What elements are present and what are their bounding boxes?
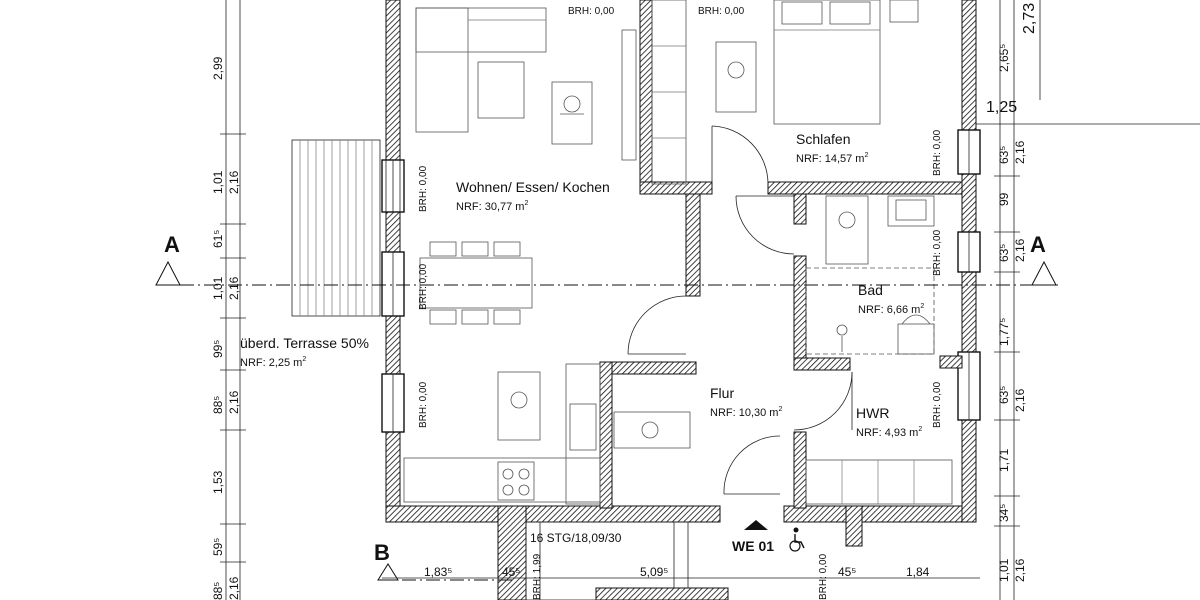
dim-text: 45⁵ <box>502 565 520 579</box>
brh-label: BRH: 0,00 <box>418 381 429 428</box>
windows <box>385 130 970 432</box>
terrace-deck <box>291 139 381 317</box>
dim-text: 1,53 <box>211 470 225 494</box>
brh-label: BRH: 1,99 <box>532 553 543 600</box>
room-nrf-hwr: NRF: 4,93 m2 <box>856 426 922 439</box>
walls <box>381 0 981 600</box>
brh-label: BRH: 0,00 <box>698 6 745 17</box>
dim-text: 2,16 <box>227 276 241 300</box>
doors <box>627 125 853 495</box>
room-name-terrasse: überd. Terrasse 50% <box>240 335 369 351</box>
dim-text: 2,65⁵ <box>997 44 1011 72</box>
dim-text: 2,16 <box>227 576 241 600</box>
brh-label: BRH: 0,00 <box>818 553 829 600</box>
dim-text: 2,16 <box>1013 388 1027 412</box>
dim-text: 2,16 <box>1013 140 1027 164</box>
dim-text: 2,16 <box>1013 558 1027 582</box>
brh-label: BRH: 0,00 <box>418 263 429 310</box>
brh-labels: BRH: 0,00 BRH: 0,00 BRH: 0,00 BRH: 0,00 … <box>418 6 943 600</box>
dim-text: 1,84 <box>906 565 930 579</box>
room-nrf-bad: NRF: 6,66 m2 <box>858 303 924 316</box>
dim-text: 45⁵ <box>838 565 856 579</box>
section-mark-b: B <box>374 540 390 565</box>
dim-text: 88⁵ <box>211 396 225 414</box>
room-name-hwr: HWR <box>856 405 889 421</box>
dim-text: 99⁵ <box>211 340 225 358</box>
room-labels: Wohnen/ Essen/ Kochen NRF: 30,77 m2 Schl… <box>240 131 924 439</box>
dim-text: 1,01 <box>997 558 1011 582</box>
dim-text: 1,71 <box>997 448 1011 472</box>
dim-text: 63⁵ <box>997 244 1011 262</box>
dim-text: 88⁵ <box>211 582 225 600</box>
dim-text: 1,25 <box>986 99 1017 116</box>
room-name-schlafen: Schlafen <box>796 131 850 147</box>
dim-text: 1,01 <box>211 276 225 300</box>
section-line-b <box>377 563 512 581</box>
wheelchair-access-icon <box>789 527 805 552</box>
stair-label: 16 STG/18,09/30 <box>530 531 622 545</box>
dim-text: 2,99 <box>211 56 225 80</box>
room-nrf-terrasse: NRF: 2,25 m2 <box>240 356 306 369</box>
dim-text: 5,09⁵ <box>640 565 668 579</box>
room-name-wohnen: Wohnen/ Essen/ Kochen <box>456 179 610 195</box>
dim-text: 2,16 <box>227 170 241 194</box>
dim-text: 2,16 <box>1013 238 1027 262</box>
section-mark-a-left: A <box>164 232 180 257</box>
dim-text: 99 <box>997 192 1011 206</box>
dim-text: 63⁵ <box>997 386 1011 404</box>
dim-text: 2,16 <box>227 390 241 414</box>
dim-text: 59⁵ <box>211 538 225 556</box>
brh-label: BRH: 0,00 <box>932 381 943 428</box>
section-mark-a-right: A <box>1030 232 1046 257</box>
brh-label: BRH: 0,00 <box>932 129 943 176</box>
dims-bottom: 1,83⁵ 45⁵ 5,09⁵ 45⁵ 1,84 <box>424 565 930 579</box>
dim-text: 1,77⁵ <box>997 318 1011 346</box>
dim-text: 63⁵ <box>997 146 1011 164</box>
dim-text: 1,01 <box>211 170 225 194</box>
section-marks: A A B <box>164 232 1046 565</box>
room-name-flur: Flur <box>710 385 734 401</box>
section-line-a <box>155 260 1060 286</box>
stair <box>525 521 729 600</box>
brh-label: BRH: 0,00 <box>418 165 429 212</box>
room-nrf-schlafen: NRF: 14,57 m2 <box>796 152 868 165</box>
furniture <box>403 0 953 505</box>
dims-left: 2,99 1,01 61⁵ 1,01 99⁵ 88⁵ 1,53 59⁵ 88⁵ … <box>211 56 241 600</box>
dim-text: 1,83⁵ <box>424 565 452 579</box>
dims-right: 2,73 2,65⁵ 1,25 63⁵ 2,16 99 63⁵ 2,16 1,7… <box>986 3 1038 582</box>
entry-arrow-icon <box>744 520 768 530</box>
brh-label: BRH: 0,00 <box>932 229 943 276</box>
room-name-bad: Bad <box>858 282 883 298</box>
entry-label: WE 01 <box>732 538 774 554</box>
brh-label: BRH: 0,00 <box>568 6 615 17</box>
room-nrf-wohnen: NRF: 30,77 m2 <box>456 200 528 213</box>
dim-text: 2,73 <box>1021 3 1038 34</box>
room-nrf-flur: NRF: 10,30 m2 <box>710 406 782 419</box>
dim-text: 61⁵ <box>211 230 225 248</box>
dimension-lines <box>220 0 1200 600</box>
dim-text: 34⁵ <box>997 504 1011 522</box>
